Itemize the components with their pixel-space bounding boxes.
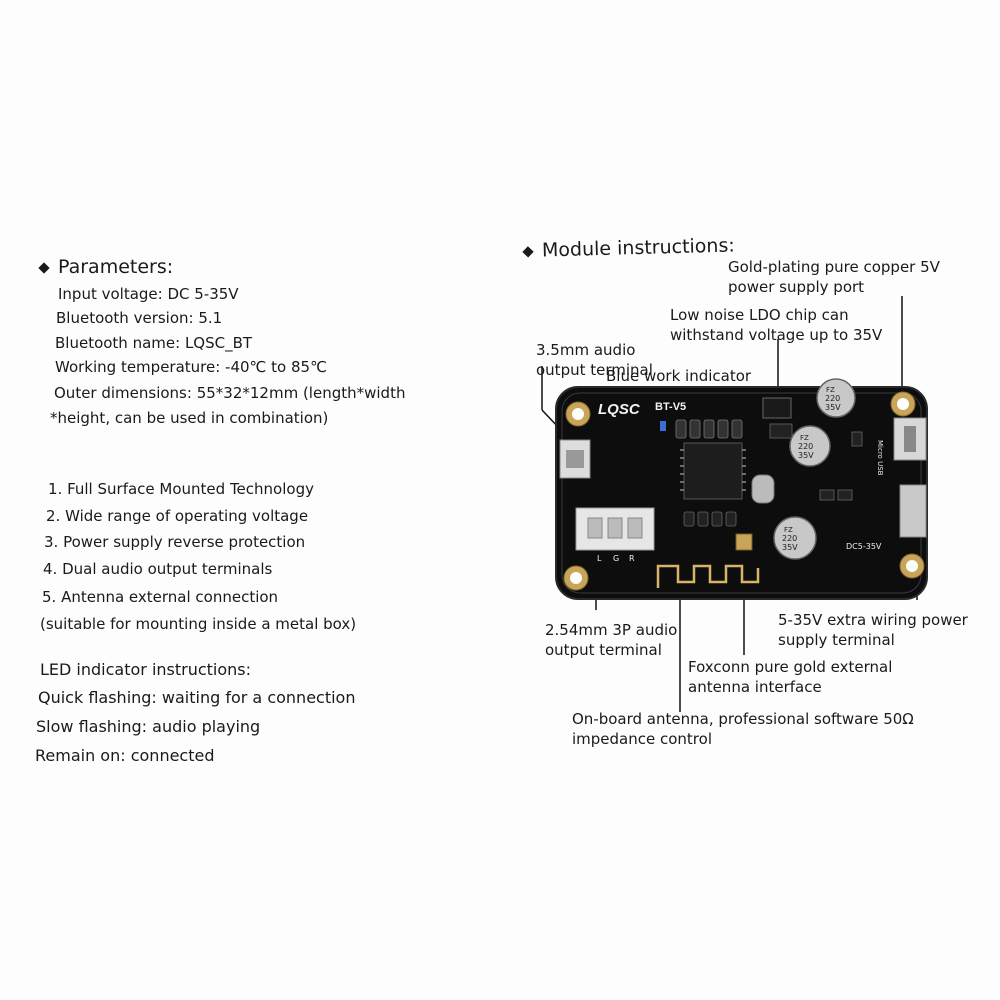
svg-text:220: 220 [782,534,797,543]
param-line: Input voltage: DC 5-35V [58,285,239,303]
param-line: Bluetooth version: 5.1 [56,309,223,327]
svg-text:G: G [613,554,619,563]
onboard-antenna-trace [656,564,760,588]
callout-audio-254: 2.54mm 3P audio output terminal [545,621,678,659]
feature-item: 5. Antenna external connection [42,588,279,606]
board-model: BT-V5 [655,401,686,413]
svg-text:220: 220 [825,394,840,403]
callout-ext-antenna: Foxconn pure gold external antenna inter… [688,658,893,696]
svg-text:FZ: FZ [826,386,835,394]
feature-item: 1. Full Surface Mounted Technology [48,480,314,498]
svg-text:DC5-35V: DC5-35V [846,542,882,551]
crystal [751,474,775,504]
feature-item: (suitable for mounting inside a metal bo… [40,615,357,633]
feature-item: 4. Dual audio output terminals [43,560,273,578]
audio-jack-35 [559,439,591,479]
param-line: *height, can be used in combination) [50,409,329,427]
param-line: Outer dimensions: 55*32*12mm (length*wid… [54,384,406,402]
svg-text:220: 220 [798,442,813,451]
svg-text:FZ: FZ [784,526,793,534]
callout-usb-port: Gold-plating pure copper 5V power supply… [728,258,940,296]
svg-text:L: L [597,554,602,563]
ldo-chip [762,397,792,419]
callout-onboard-antenna: On-board antenna, professional software … [572,710,914,748]
param-line: Working temperature: -40℃ to 85℃ [55,358,327,376]
led-line: Slow flashing: audio playing [36,717,261,736]
svg-text:35V: 35V [825,403,841,412]
callout-blue-led: Blue work indicator [606,367,752,385]
svg-text:FZ: FZ [800,434,809,442]
led-heading: LED indicator instructions: [40,660,252,679]
led-line: Quick flashing: waiting for a connection [38,688,356,707]
board-brand: LQSC [598,401,641,418]
capacitor: FZ 220 35V [816,378,856,418]
parameters-heading: Parameters: [38,256,173,278]
blue-led [660,421,666,431]
led-line: Remain on: connected [35,746,215,765]
param-line: Bluetooth name: LQSC_BT [55,334,253,352]
feature-item: 3. Power supply reverse protection [44,533,306,551]
capacitor: FZ 220 35V [773,516,817,560]
callout-ldo-chip: Low noise LDO chip can withstand voltage… [670,306,883,344]
feature-item: 2. Wide range of operating voltage [46,507,309,525]
svg-text:35V: 35V [798,451,814,460]
svg-text:R: R [629,554,635,563]
bt-chip [683,442,743,500]
svg-text:35V: 35V [782,543,798,552]
callout-audio-35: 3.5mm audio output terminal [536,341,653,379]
callout-power-terminal: 5-35V extra wiring power supply terminal [778,611,968,649]
power-terminal [899,484,927,538]
ipex-antenna-connector [735,533,753,551]
svg-text:Micro USB: Micro USB [876,440,884,476]
capacitor: FZ 220 35V [789,425,831,467]
